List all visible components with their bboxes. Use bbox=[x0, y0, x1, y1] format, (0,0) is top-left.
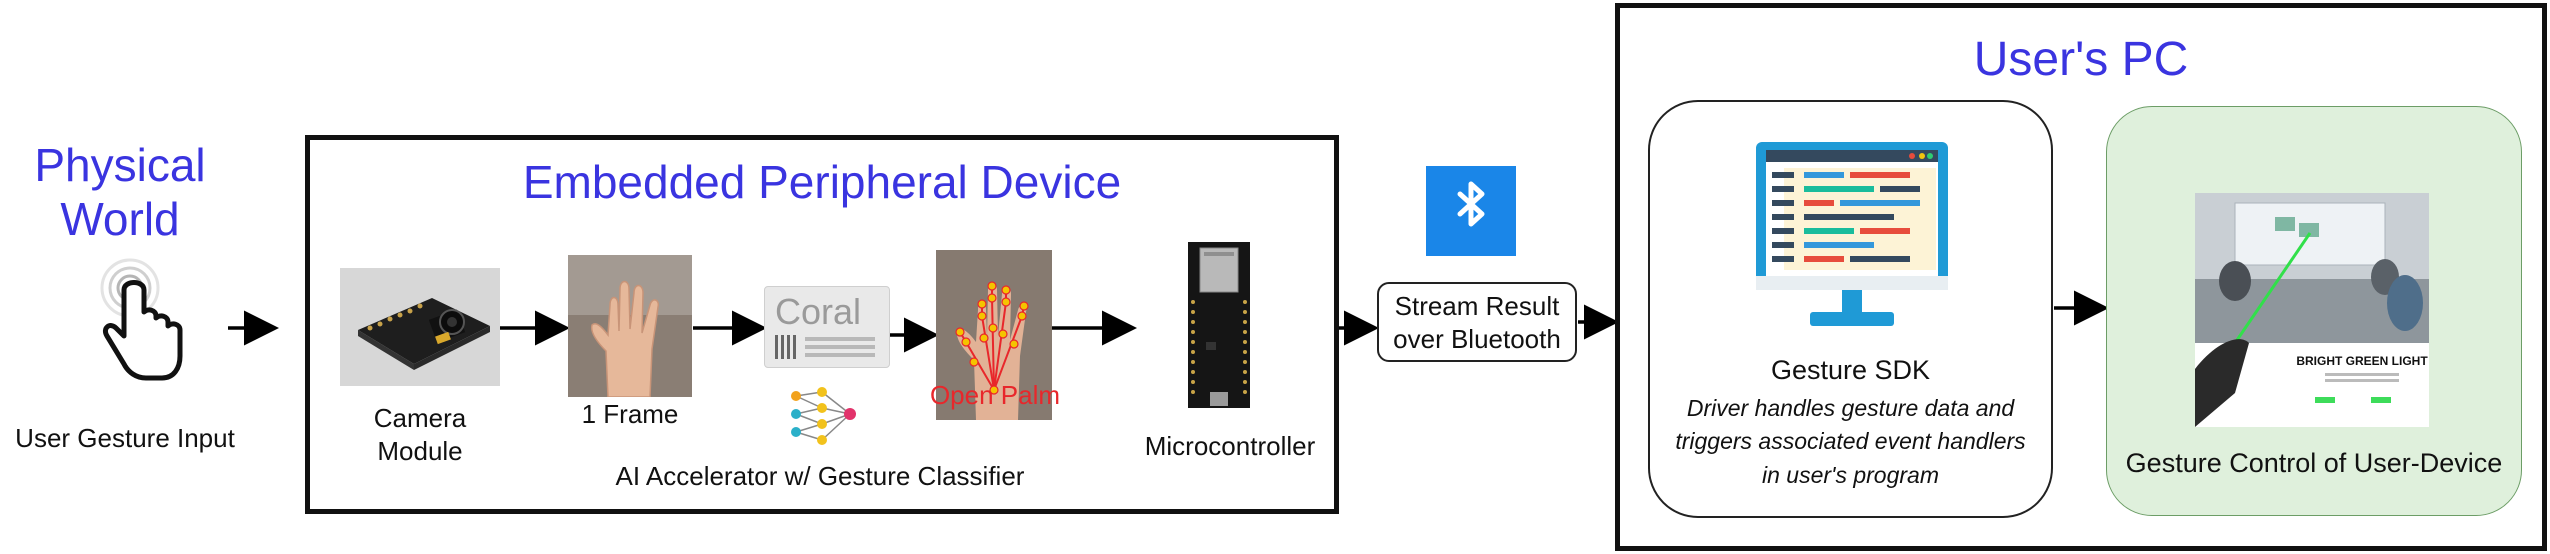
neural-network-icon bbox=[788, 384, 858, 446]
sdk-monitor-icon bbox=[1754, 138, 1950, 334]
tap-gesture-icon bbox=[88, 258, 198, 388]
gesture-sdk-title: Gesture SDK bbox=[1770, 355, 1931, 385]
sdk-desc-line2: triggers associated event handlers bbox=[1675, 428, 2026, 455]
ai-accelerator-label: AI Accelerator w/ Gesture Classifier bbox=[615, 461, 1025, 491]
coral-chip-marking bbox=[805, 337, 875, 341]
embedded-device-title: Embedded Peripheral Device bbox=[522, 156, 1122, 208]
gesture-sdk-description: Driver handles gesture data and triggers… bbox=[1650, 392, 2051, 492]
user-gesture-input-label: User Gesture Input bbox=[15, 423, 235, 453]
camera-label-line1: Camera bbox=[373, 403, 467, 433]
stream-label-line1: Stream Result bbox=[1394, 291, 1560, 321]
one-frame-label: 1 Frame bbox=[581, 399, 679, 429]
gesture-control-label: Gesture Control of User-Device bbox=[2125, 448, 2503, 478]
users-pc-box bbox=[1615, 3, 2547, 551]
frame-hand-photo bbox=[568, 255, 692, 398]
camera-module-image bbox=[340, 268, 500, 386]
gesture-sdk-box: Gesture SDK Driver handles gesture data … bbox=[1648, 100, 2053, 518]
users-pc-title: User's PC bbox=[1973, 33, 2189, 86]
sdk-desc-line1: Driver handles gesture data and bbox=[1686, 395, 2015, 421]
stream-label-line2: over Bluetooth bbox=[1393, 323, 1561, 354]
sdk-desc-line3: in user's program bbox=[1762, 461, 1939, 488]
coral-accelerator-image: Coral bbox=[764, 286, 890, 368]
open-palm-keypoint-image bbox=[936, 250, 1052, 420]
open-palm-label: Open Palm bbox=[929, 380, 1061, 410]
coral-logo-text: Coral bbox=[775, 291, 862, 332]
physical-world-title: Physical World bbox=[20, 138, 220, 247]
camera-label-line2: Module bbox=[377, 435, 463, 466]
microcontroller-board-image bbox=[1188, 242, 1250, 408]
microcontroller-label: Microcontroller bbox=[1144, 431, 1316, 461]
stream-result-box: Stream Result over Bluetooth bbox=[1377, 282, 1577, 362]
bluetooth-icon bbox=[1426, 166, 1516, 256]
physical-title-line1: Physical bbox=[34, 139, 206, 191]
physical-title-line2: World bbox=[60, 193, 180, 246]
coral-qr-code bbox=[775, 335, 799, 359]
camera-module-label: Camera Module bbox=[340, 402, 500, 467]
photo-banner-text: BRIGHT GREEN LIGHT bbox=[2296, 354, 2428, 368]
laser-pointer-photo: BRIGHT GREEN LIGHT bbox=[2195, 193, 2429, 427]
embedded-device-box bbox=[305, 135, 1339, 514]
gesture-control-box: BRIGHT GREEN LIGHT Gesture Control of Us… bbox=[2106, 106, 2522, 516]
